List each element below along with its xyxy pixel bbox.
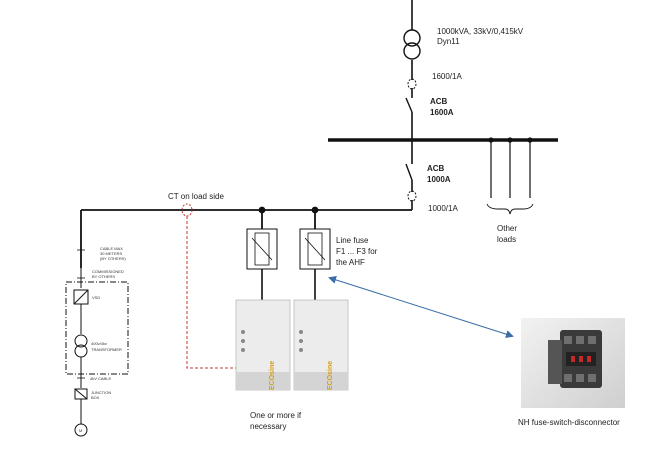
load-feeder xyxy=(80,206,412,268)
line-fuse-2 xyxy=(299,228,331,270)
ct-signal-wire xyxy=(186,216,236,369)
motor-label: M xyxy=(79,428,82,433)
cable-note-1: CABLE MAX xyxy=(100,246,123,251)
vsd-cable-ticks xyxy=(77,249,85,379)
transformer-symbol xyxy=(403,29,421,60)
acb-top-name: ACB xyxy=(430,97,448,106)
acb-bottom-symbol xyxy=(405,163,413,181)
other-loads-brace xyxy=(486,203,534,215)
transformer-vector-group: Dyn11 xyxy=(437,37,460,46)
junction-box-label-2: BOX xyxy=(91,395,100,400)
filter-count-note-2: necessary xyxy=(250,422,286,431)
fuse-to-filter-wires xyxy=(261,269,316,300)
filter-2-brand: ECOsine xyxy=(327,361,334,390)
acb-bottom-rating: 1000A xyxy=(427,175,451,184)
other-loads-label-1: Other xyxy=(497,224,517,233)
line-fuse-label-3: the AHF xyxy=(336,258,365,267)
step-up-transformer-label-1: 400v/4kv xyxy=(91,341,107,346)
product-pointer-arrow xyxy=(328,276,514,338)
other-loads-feeders xyxy=(488,137,533,198)
step-up-transformer-label-2: TRANSFORMER xyxy=(91,347,122,352)
acb-top-symbol xyxy=(405,97,413,113)
acb-bottom-name: ACB xyxy=(427,164,445,173)
other-loads-label-2: loads xyxy=(497,235,516,244)
ct-top-ratio: 1600/1A xyxy=(432,72,462,81)
filter-count-note-1: One or more if xyxy=(250,411,302,420)
cable-note-3: (BY OTHERS) xyxy=(100,256,126,261)
commissioned-note-1: COMMISSIONED xyxy=(92,269,124,274)
ct-top-symbol xyxy=(407,78,417,90)
line-fuse-label-2: F1 ... F3 for xyxy=(336,247,378,256)
line-fuse-label-1: Line fuse xyxy=(336,236,369,245)
cable-4kv-label: 4kV CABLE xyxy=(90,376,111,381)
harmonic-filter-2: ECOsine xyxy=(293,299,349,391)
commissioned-note-2: BY OTHERS xyxy=(92,274,115,279)
fuse-switch-disconnector-image xyxy=(521,318,625,408)
transformer-rating: 1000kVA, 33kV/0,415kV xyxy=(437,27,524,36)
filter-1-brand: ECOsine xyxy=(269,361,276,390)
ct-bottom-ratio: 1000/1A xyxy=(428,204,458,213)
vsd-branch xyxy=(65,268,129,437)
ct-load-side-label: CT on load side xyxy=(168,192,224,201)
harmonic-filter-1: ECOsine xyxy=(235,299,291,391)
vsd-label: VSD xyxy=(92,295,100,300)
acb-top-rating: 1600A xyxy=(430,108,454,117)
product-caption: NH fuse-switch-disconnector xyxy=(518,418,620,427)
line-fuse-1 xyxy=(246,228,278,270)
junction-box-label-1: JUNCTION xyxy=(91,390,111,395)
cable-note-2: 30 METERS xyxy=(100,251,123,256)
ct-bottom-symbol xyxy=(407,190,417,202)
